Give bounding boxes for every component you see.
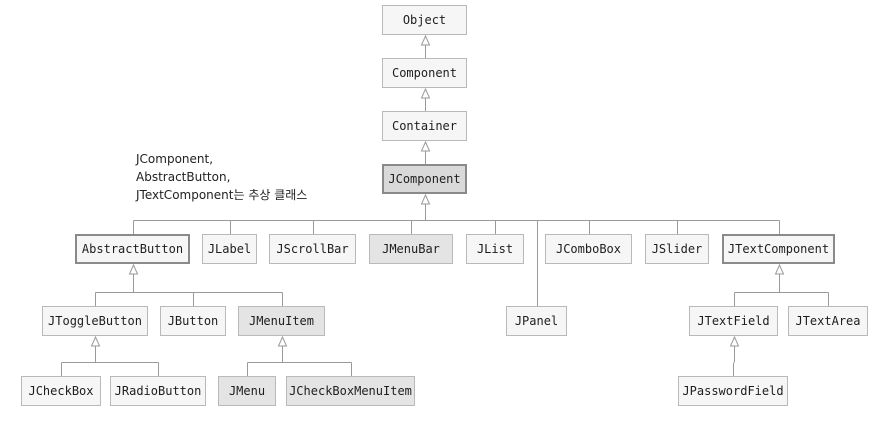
class-box-jlabel: JLabel: [202, 234, 257, 264]
class-box-container: Container: [382, 111, 467, 141]
note-line: JTextComponent는 추상 클래스: [136, 188, 308, 202]
class-box-jmenubar: JMenuBar: [369, 234, 453, 264]
class-box-abstractbutton: AbstractButton: [75, 234, 190, 264]
arrowhead-jtextcomponent: [774, 263, 785, 275]
arrowhead-object: [420, 34, 431, 46]
class-box-jtextcomponent: JTextComponent: [722, 234, 835, 264]
class-box-jcombobox: JComboBox: [545, 234, 632, 264]
arrowhead-jtogglebutton: [90, 335, 101, 347]
class-box-jscrollbar: JScrollBar: [269, 234, 356, 264]
class-box-jradiobutton: JRadioButton: [110, 376, 206, 406]
arrowhead-jmenuitem: [277, 335, 288, 347]
note-line: JComponent,: [136, 152, 214, 166]
class-box-jcheckbox: JCheckBox: [21, 376, 101, 406]
class-box-jcheckboxmenuitem: JCheckBoxMenuItem: [286, 376, 415, 406]
class-box-jpanel: JPanel: [506, 306, 567, 336]
arrowhead-jtextfield: [729, 335, 740, 347]
arrowhead-abstractbutton: [128, 263, 139, 275]
arrowhead-container: [420, 140, 431, 152]
class-box-jcomponent: JComponent: [382, 164, 467, 194]
class-box-jlist: JList: [466, 234, 524, 264]
class-box-jmenu: JMenu: [218, 376, 276, 406]
class-box-jmenuitem: JMenuItem: [238, 306, 325, 336]
arrowhead-component: [420, 87, 431, 99]
note-line: AbstractButton,: [136, 170, 231, 184]
class-box-jslider: JSlider: [645, 234, 709, 264]
class-box-component: Component: [382, 58, 467, 88]
class-box-object: Object: [382, 5, 467, 35]
class-box-jtextarea: JTextArea: [788, 306, 868, 336]
class-box-jtogglebutton: JToggleButton: [42, 306, 148, 336]
abstract-class-note: JComponent, AbstractButton, JTextCompone…: [136, 150, 307, 204]
arrowhead-jcomponent: [420, 193, 431, 205]
class-box-jtextfield: JTextField: [689, 306, 778, 336]
class-box-jpasswordfield: JPasswordField: [678, 376, 788, 406]
class-box-jbutton: JButton: [160, 306, 226, 336]
